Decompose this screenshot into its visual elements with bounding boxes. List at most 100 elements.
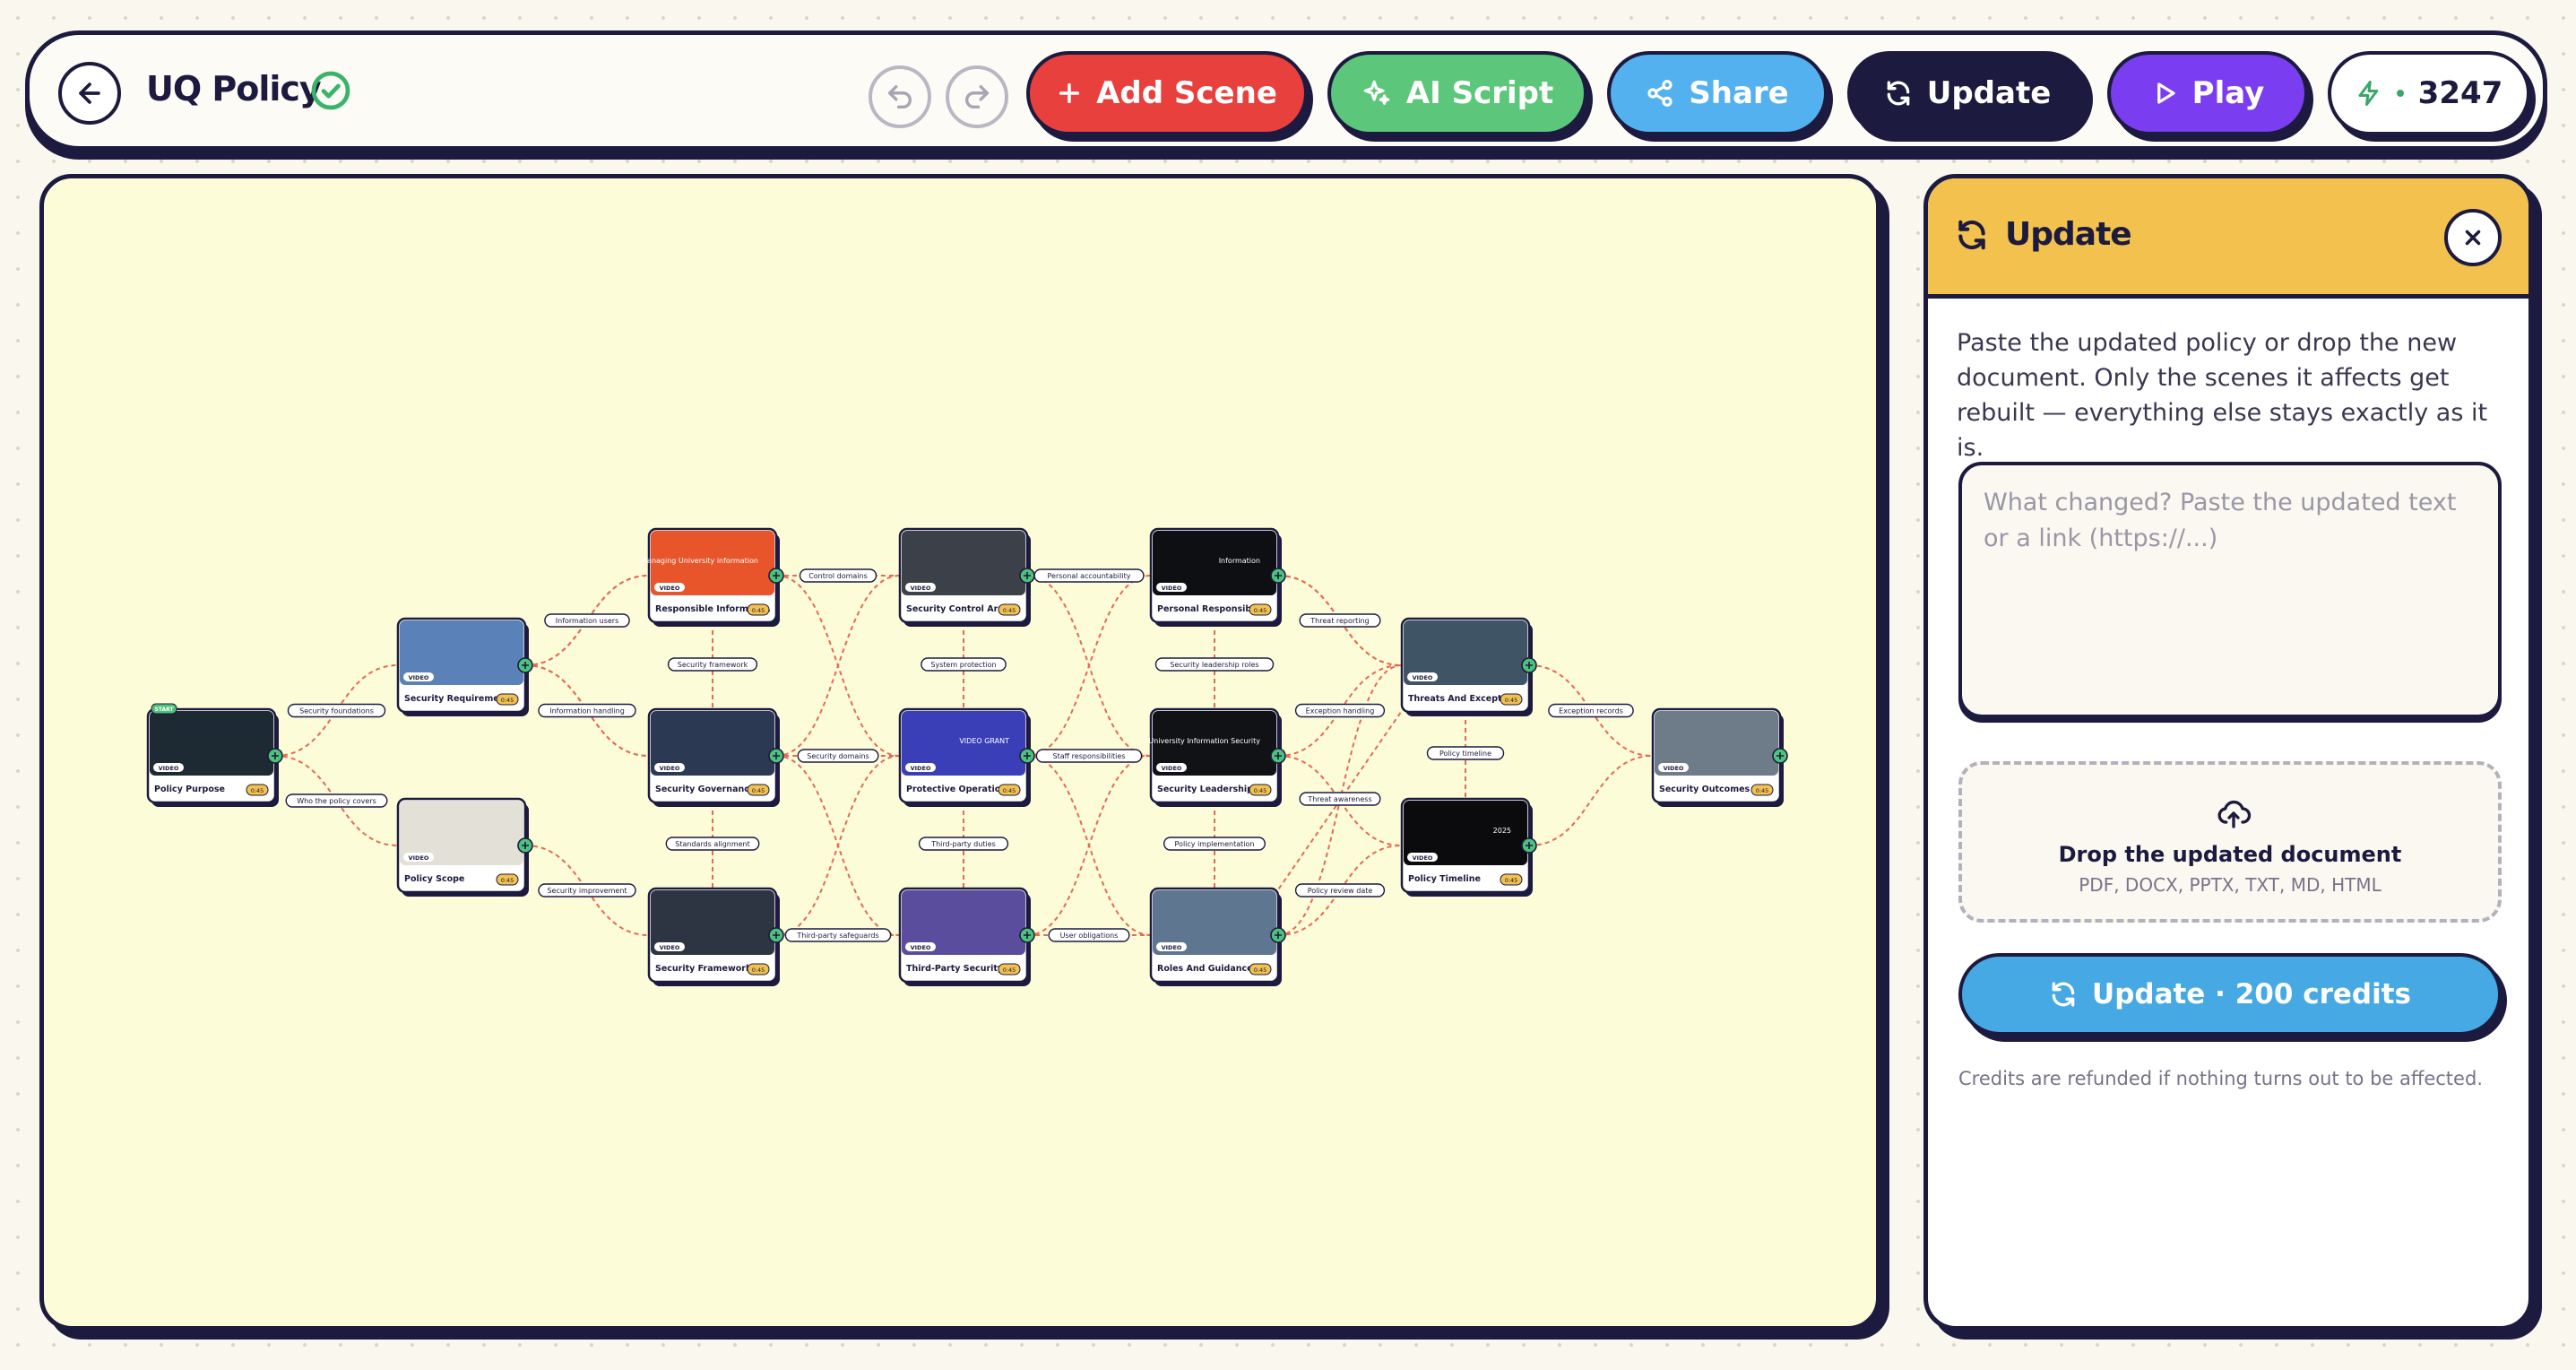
plus-icon	[1776, 752, 1784, 759]
add-connection-port[interactable]	[768, 927, 784, 943]
video-badge	[905, 583, 936, 592]
edge-label: Control domains	[799, 568, 877, 583]
video-badge	[1156, 763, 1187, 772]
add-connection-port[interactable]	[517, 837, 533, 854]
close-panel-button[interactable]	[2444, 209, 2502, 266]
scene-title: Policy Purpose	[154, 785, 225, 794]
video-badge-text: VIDEO	[1413, 854, 1433, 862]
scene-title: Security Requirements	[404, 694, 514, 704]
scene-card[interactable]: Managing University informationVIDEOResp…	[641, 527, 784, 627]
add-connection-port[interactable]	[768, 748, 784, 764]
project-title[interactable]: UQ Policy	[146, 69, 322, 108]
back-button[interactable]	[58, 62, 121, 125]
thumbnail-caption: VIDEO GRANT	[959, 737, 1009, 745]
plus-icon	[1275, 572, 1282, 579]
lightning-icon	[2358, 81, 2378, 106]
edge-line	[524, 664, 650, 757]
edge-label-text: Control domains	[808, 572, 868, 580]
video-badge	[1407, 853, 1438, 862]
credits-badge[interactable]: 3247	[2328, 51, 2530, 135]
video-badge	[654, 942, 685, 951]
document-drop-zone[interactable]: Drop the updated document PDF, DOCX, PPT…	[1958, 761, 2502, 923]
changes-textarea[interactable]	[1958, 462, 2502, 718]
share-button[interactable]: Share	[1607, 51, 1828, 135]
plus-icon	[773, 752, 780, 759]
redo-button[interactable]	[946, 65, 1008, 128]
saved-check-icon	[311, 71, 350, 110]
scene-thumbnail	[400, 620, 523, 685]
add-connection-port[interactable]	[1521, 837, 1537, 854]
add-scene-button[interactable]: Add Scene	[1026, 51, 1308, 135]
refresh-icon	[2052, 982, 2075, 1007]
video-badge	[403, 672, 434, 681]
add-connection-port[interactable]	[1270, 568, 1286, 584]
edge-label: Security foundations	[287, 703, 386, 718]
add-connection-port[interactable]	[517, 657, 533, 673]
play-button[interactable]: Play	[2107, 51, 2308, 135]
edge-label-text: Policy timeline	[1439, 750, 1491, 758]
scene-title: Security Outcomes	[1659, 785, 1750, 794]
update-button[interactable]: Update	[1847, 51, 2088, 135]
ai-script-button[interactable]: AI Script	[1327, 51, 1587, 135]
add-connection-port[interactable]	[1270, 748, 1286, 764]
add-connection-port[interactable]	[1772, 748, 1788, 764]
edge-label-text: Security improvement	[547, 887, 627, 895]
thumbnail-caption: 2025	[1493, 827, 1511, 835]
edge-line	[1026, 575, 1152, 757]
scene-title: Personal Responsibility	[1157, 604, 1271, 614]
add-connection-port[interactable]	[1019, 568, 1035, 584]
edge-label: Third-party safeguards	[784, 928, 892, 942]
add-connection-port[interactable]	[1019, 927, 1035, 943]
scene-title: Security Frameworks	[655, 964, 756, 974]
video-badge	[1658, 763, 1689, 772]
edge-label-text: Exception records	[1559, 707, 1623, 715]
duration-badge-text: 0:45	[752, 787, 765, 794]
edge-label: Security improvement	[538, 883, 636, 897]
duration-badge	[747, 784, 770, 796]
edge-label: Personal accountability	[1033, 568, 1145, 583]
edge-label-text: Information users	[556, 617, 618, 625]
edge-label: Security leadership roles	[1154, 657, 1275, 672]
scene-title: Protective Operations	[906, 785, 1012, 794]
edge-line	[775, 575, 901, 757]
duration-badge-text: 0:45	[501, 877, 514, 884]
edge-label: Information users	[544, 613, 630, 628]
video-badge-text: VIDEO	[1162, 944, 1182, 951]
scene-card[interactable]: University Information SecurityVIDEOSecu…	[1148, 707, 1286, 807]
add-connection-port[interactable]	[1521, 657, 1537, 673]
scene-thumbnail	[400, 801, 523, 865]
start-badge-text: START	[154, 707, 174, 713]
undo-button[interactable]	[869, 65, 931, 128]
edge-line	[1277, 575, 1403, 666]
edge-label: Security domains	[797, 749, 879, 763]
add-connection-port[interactable]	[1019, 748, 1035, 764]
duration-badge	[496, 693, 519, 706]
scene-thumbnail	[1153, 711, 1276, 776]
scene-thumbnail	[1153, 890, 1276, 955]
video-badge	[1156, 942, 1187, 951]
scene-title: Policy Timeline	[1408, 874, 1481, 884]
update-credits-button[interactable]: Update · 200 credits	[1958, 953, 2502, 1036]
add-connection-port[interactable]	[267, 748, 283, 764]
edge-label: Staff responsibilities	[1035, 749, 1143, 763]
plus-icon	[522, 662, 529, 669]
add-connection-port[interactable]	[1270, 927, 1286, 943]
edge-label-text: Security leadership roles	[1170, 661, 1258, 669]
add-connection-port[interactable]	[768, 568, 784, 584]
edge-line	[1026, 755, 1152, 936]
